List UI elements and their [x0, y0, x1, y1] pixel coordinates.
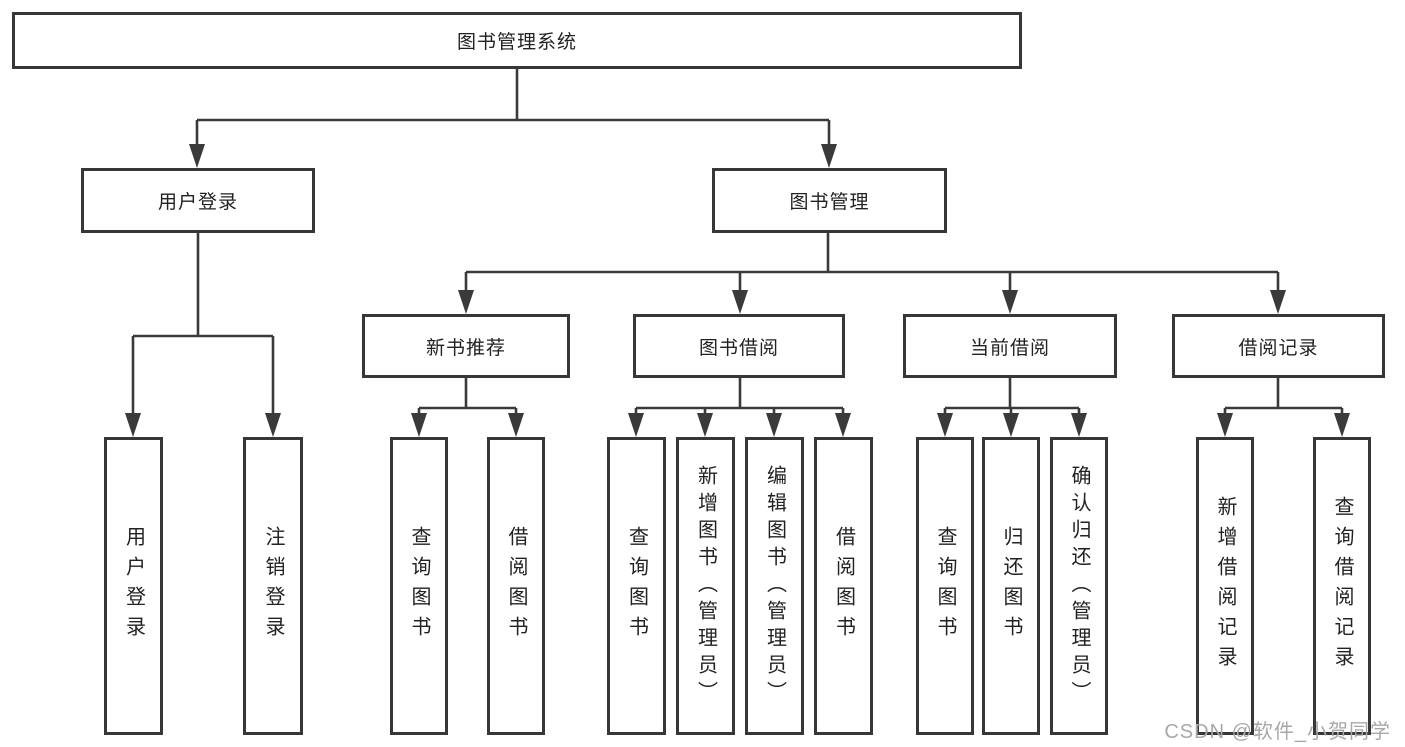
arrowhead [1217, 413, 1233, 437]
node-user-login-branch: 用户登录 [81, 168, 315, 233]
node-leaf-edit-books-admin: 编辑图书（管理员） [745, 437, 804, 735]
arrowhead [1270, 290, 1286, 314]
node-leaf-add-borrow-record: 新增借阅记录 [1196, 437, 1254, 735]
leaf-label: 查询图书 [408, 526, 430, 646]
node-book-mgmt-branch: 图书管理 [712, 168, 947, 233]
node-book-borrow: 图书借阅 [633, 314, 845, 378]
node-leaf-query-books-borrow: 查询图书 [607, 437, 666, 735]
node-leaf-user-login: 用户登录 [104, 437, 163, 735]
node-current-borrow: 当前借阅 [903, 314, 1117, 378]
arrowhead [1002, 290, 1018, 314]
leaf-label: 借阅图书 [505, 526, 527, 646]
node-leaf-add-books-admin: 新增图书（管理员） [676, 437, 735, 735]
arrowhead [189, 144, 205, 168]
leaf-label: 查询图书 [934, 526, 956, 646]
leaf-label: 归还图书 [1000, 526, 1022, 646]
arrowhead [1334, 413, 1350, 437]
leaf-label: 确认归还（管理员） [1068, 464, 1090, 708]
arrowhead [1071, 413, 1087, 437]
arrowhead [411, 413, 427, 437]
node-leaf-logout: 注销登录 [243, 437, 303, 735]
leaf-label: 借阅图书 [832, 526, 855, 646]
node-new-book-rec: 新书推荐 [362, 314, 570, 378]
node-leaf-return-books: 归还图书 [982, 437, 1040, 735]
node-leaf-query-books-rec: 查询图书 [390, 437, 448, 735]
arrowhead [458, 290, 474, 314]
arrowhead [821, 144, 837, 168]
leaf-label: 编辑图书（管理员） [763, 464, 786, 708]
arrowhead [1003, 413, 1019, 437]
node-leaf-borrow-books-borrow: 借阅图书 [814, 437, 873, 735]
arrowhead [766, 413, 782, 437]
arrowhead [125, 413, 141, 437]
leaf-label: 注销登录 [262, 526, 284, 646]
arrowhead [628, 413, 644, 437]
arrowhead [937, 413, 953, 437]
node-leaf-borrow-books-rec: 借阅图书 [487, 437, 545, 735]
leaf-label: 用户登录 [122, 526, 145, 646]
arrowhead [265, 413, 281, 437]
node-root: 图书管理系统 [12, 12, 1022, 69]
watermark: CSDN @软件_小贺同学 [1164, 721, 1391, 743]
node-borrow-records: 借阅记录 [1172, 314, 1385, 378]
arrowhead [508, 413, 524, 437]
leaf-label: 新增图书（管理员） [694, 464, 717, 708]
node-leaf-query-books-current: 查询图书 [916, 437, 974, 735]
arrowhead [697, 413, 713, 437]
leaf-label: 查询借阅记录 [1331, 496, 1353, 676]
leaf-label: 查询图书 [625, 526, 648, 646]
leaf-label: 新增借阅记录 [1214, 496, 1236, 676]
node-leaf-query-borrow-record: 查询借阅记录 [1313, 437, 1371, 735]
node-leaf-confirm-return-admin: 确认归还（管理员） [1050, 437, 1108, 735]
arrowhead [835, 413, 851, 437]
arrowhead [732, 290, 748, 314]
